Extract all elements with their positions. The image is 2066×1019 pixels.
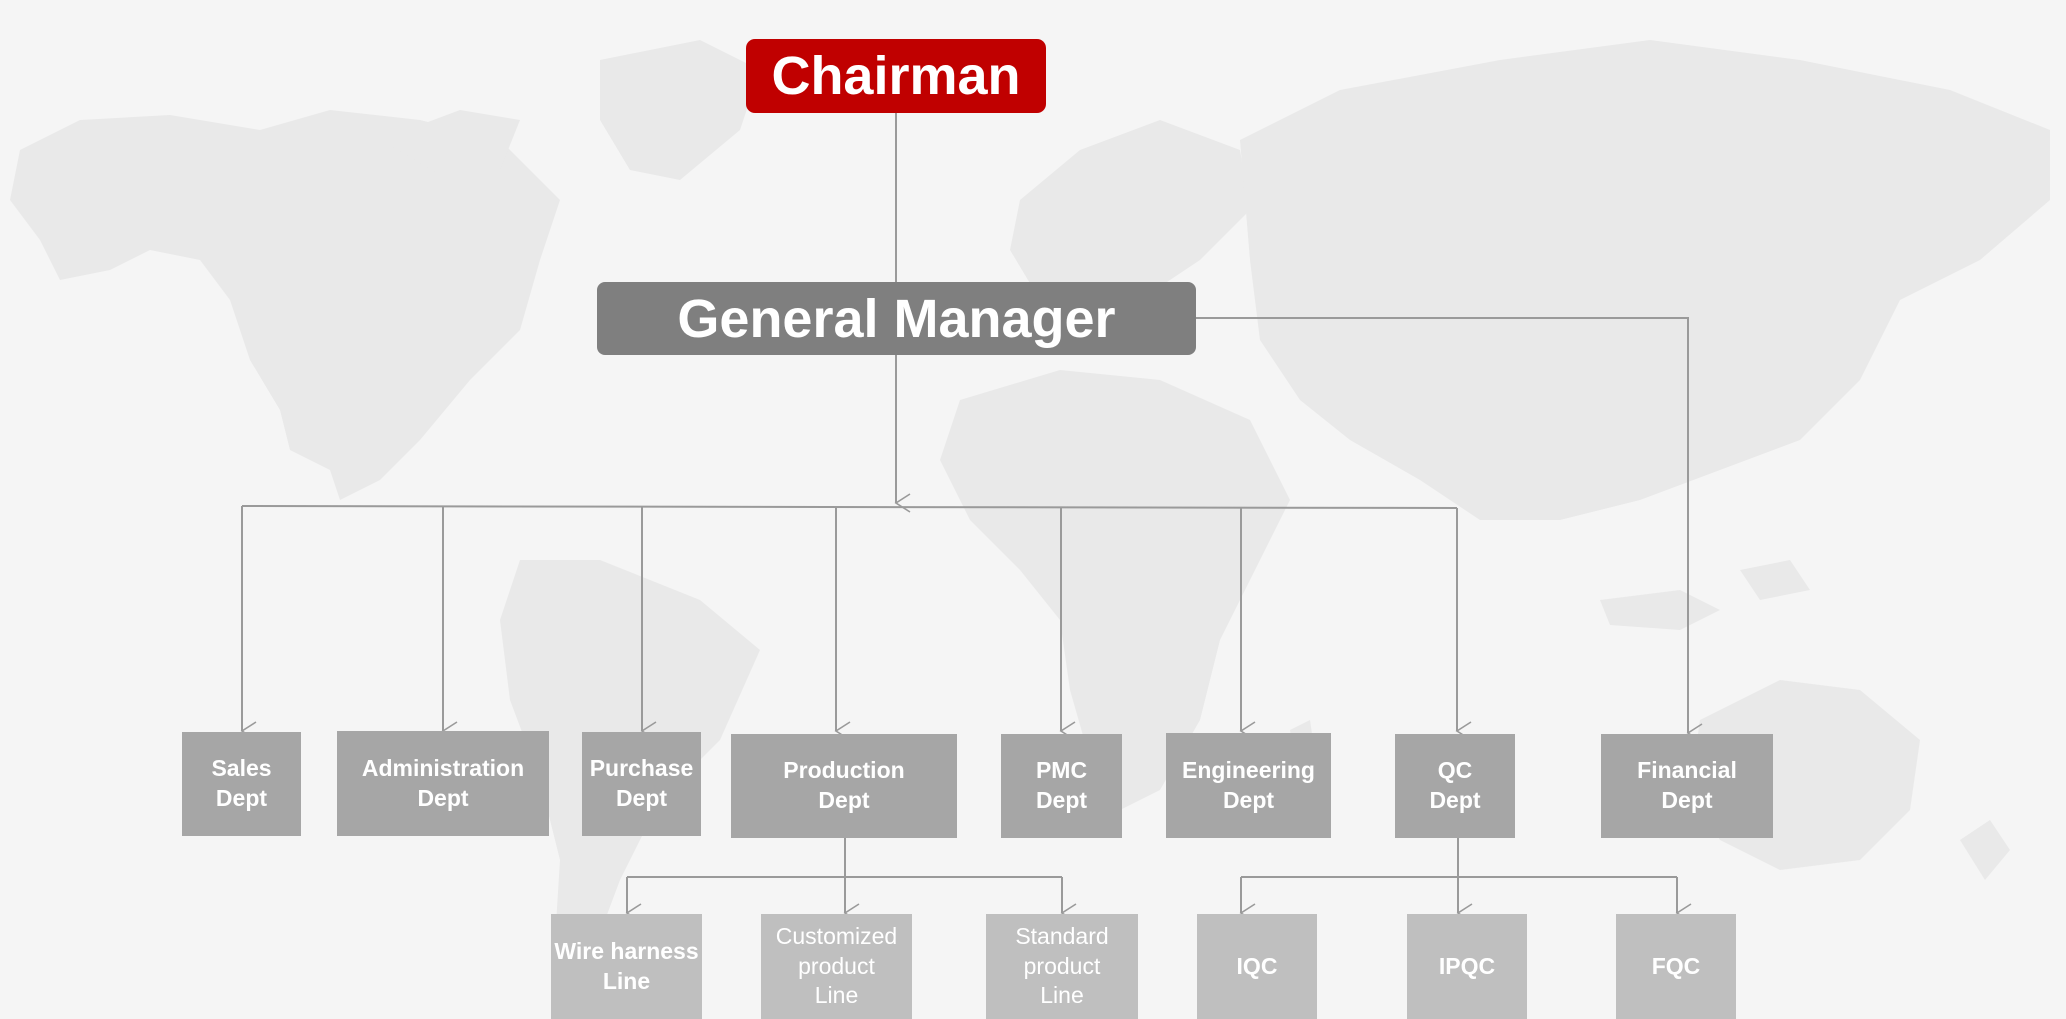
customized-product-line-label: Customized product Line: [775, 922, 898, 1009]
wire-harness-line-box: Wire harness Line: [551, 914, 702, 1019]
purchase-dept-label: Purchase Dept: [589, 755, 694, 811]
ipqc-label: IPQC: [1438, 952, 1496, 979]
gm-to-financial-line: [1196, 317, 1703, 743]
standard-product-line-label: Standard product Line: [1015, 922, 1109, 1009]
administration-dept-label: Administration Dept: [361, 754, 525, 811]
financial-dept-box: Financial Dept: [1601, 734, 1773, 838]
wire-harness-line-label: Wire harness Line: [554, 937, 699, 994]
chairman-box: Chairman: [746, 39, 1046, 113]
production-dept-label: Production Dept: [783, 757, 905, 813]
standard-product-line-box: Standard product Line: [986, 914, 1138, 1019]
qc-dept-label: QC Dept: [1429, 757, 1481, 813]
qc-dept-box: QC Dept: [1395, 734, 1515, 838]
pmc-dept-box: PMC Dept: [1001, 734, 1122, 838]
administration-dept-box: Administration Dept: [337, 731, 549, 836]
sales-dept-label: Sales Dept: [211, 755, 272, 811]
ipqc-box: IPQC: [1407, 914, 1527, 1019]
engineering-dept-box: Engineering Dept: [1166, 733, 1331, 838]
chairman-label: Chairman: [771, 46, 1021, 106]
pmc-dept-label: PMC Dept: [1035, 757, 1088, 813]
sales-dept-box: Sales Dept: [182, 732, 301, 836]
iqc-label: IQC: [1236, 952, 1278, 979]
customized-product-line-box: Customized product Line: [761, 914, 912, 1019]
general-manager-label: General Manager: [677, 288, 1116, 349]
fqc-box: FQC: [1616, 914, 1736, 1019]
department-bus-line: [241, 505, 1458, 509]
engineering-dept-label: Engineering Dept: [1182, 756, 1315, 813]
iqc-box: IQC: [1197, 914, 1317, 1019]
financial-dept-label: Financial Dept: [1637, 757, 1737, 813]
production-dept-box: Production Dept: [731, 734, 957, 838]
fqc-label: FQC: [1651, 952, 1701, 979]
purchase-dept-box: Purchase Dept: [582, 732, 701, 836]
general-manager-box: General Manager: [597, 282, 1196, 355]
